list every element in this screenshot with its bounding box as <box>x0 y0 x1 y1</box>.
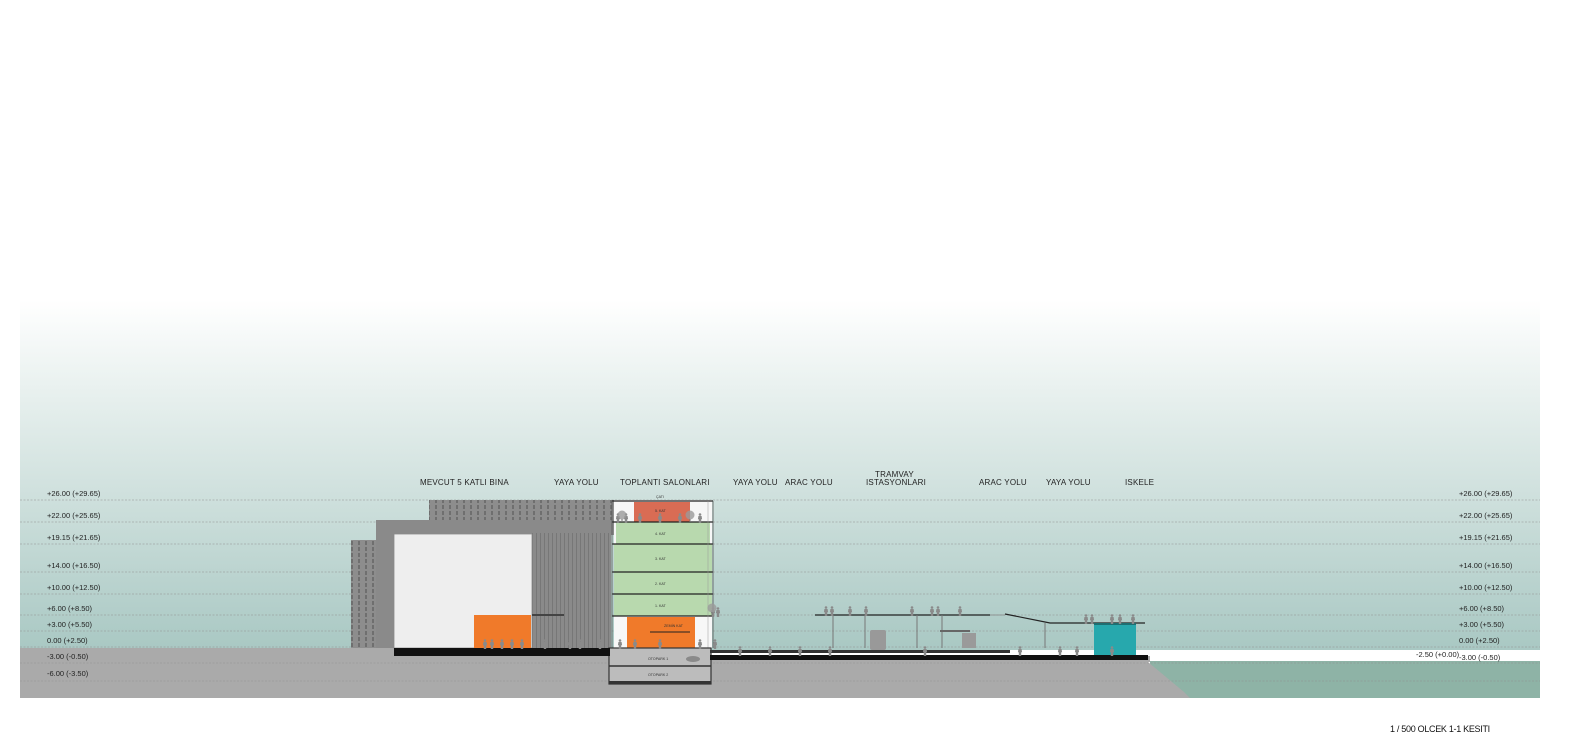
ground-mass <box>20 648 1190 698</box>
level-label: 0.00 (+2.50) <box>47 636 88 645</box>
level-label: +19.15 (+21.65) <box>47 533 101 542</box>
drawing-title: 1 / 500 OLCEK 1-1 KESITI <box>1390 724 1490 734</box>
zone-label-iskele: ISKELE <box>1125 478 1154 487</box>
level-label: +19.15 (+21.65) <box>1459 533 1513 542</box>
level-label: -3.00 (-0.50) <box>1459 653 1501 662</box>
slab-road <box>710 650 1010 653</box>
slab-left <box>394 648 610 656</box>
zone-labels: MEVCUT 5 KATLI BINA YAYA YOLU TOPLANTI S… <box>420 470 1154 487</box>
level-label: +14.00 (+16.50) <box>1459 561 1513 570</box>
floor-label: ÇATI <box>656 495 664 499</box>
existing-building <box>351 500 614 649</box>
level-label: +14.00 (+16.50) <box>47 561 101 570</box>
zone-label-yaya-3: YAYA YOLU <box>1046 478 1091 487</box>
zone-label-yaya-1: YAYA YOLU <box>554 478 599 487</box>
floor-label: ZEMİN KAT <box>664 623 684 628</box>
floor-label: 1. KAT <box>655 604 667 608</box>
slab-right <box>710 655 1148 660</box>
level-label: +10.00 (+12.50) <box>47 583 101 592</box>
floor-label: OTOPARK 2 <box>648 673 668 677</box>
floor-5-red <box>634 502 690 522</box>
level-label: +3.00 (+5.50) <box>1459 620 1505 629</box>
level-label: +10.00 (+12.50) <box>1459 583 1513 592</box>
level-labels-left: +26.00 (+29.65) +22.00 (+25.65) +19.15 (… <box>47 489 101 678</box>
level-label: -6.00 (-3.50) <box>47 669 89 678</box>
pier <box>1093 623 1148 660</box>
zone-label-arac-2: ARAC YOLU <box>979 478 1027 487</box>
zone-label-yaya-2: YAYA YOLU <box>733 478 778 487</box>
floor-label: 3. KAT <box>655 557 667 561</box>
sea-water <box>1150 661 1540 698</box>
level-lines <box>20 499 1540 682</box>
level-label: -3.00 (-0.50) <box>47 652 89 661</box>
level-label: +22.00 (+25.65) <box>47 511 101 520</box>
zone-label-tramvay: TRAMVAY <box>875 470 914 479</box>
zone-label-mevcut: MEVCUT 5 KATLI BINA <box>420 478 509 487</box>
sky-background <box>20 300 1540 650</box>
floor-label: 5. KAT <box>655 509 667 513</box>
meeting-tower: ÇATI 5. KAT 4. KAT 3. KAT 2. KAT 1. KAT … <box>611 495 714 648</box>
level-label: +3.00 (+5.50) <box>47 620 93 629</box>
floor-label: OTOPARK 1 <box>648 657 668 661</box>
level-label: +26.00 (+29.65) <box>47 489 101 498</box>
zone-label-arac-1: ARAC YOLU <box>785 478 833 487</box>
level-label: +26.00 (+29.65) <box>1459 489 1513 498</box>
sea-level-label: -2.50 (+0.00) <box>1416 650 1460 659</box>
level-label: +6.00 (+8.50) <box>1459 604 1505 613</box>
level-label: +6.00 (+8.50) <box>47 604 93 613</box>
level-labels-right: +26.00 (+29.65) +22.00 (+25.65) +19.15 (… <box>1416 489 1513 662</box>
floor-label: 4. KAT <box>655 532 667 536</box>
zone-label-toplanti: TOPLANTI SALONLARI <box>620 478 710 487</box>
level-label: 0.00 (+2.50) <box>1459 636 1500 645</box>
parking-levels: OTOPARK 1 OTOPARK 2 <box>608 647 712 685</box>
level-label: +22.00 (+25.65) <box>1459 511 1513 520</box>
zone-label-tramvay-2: ISTASYONLARI <box>866 478 926 487</box>
floor-label: 2. KAT <box>655 582 667 586</box>
